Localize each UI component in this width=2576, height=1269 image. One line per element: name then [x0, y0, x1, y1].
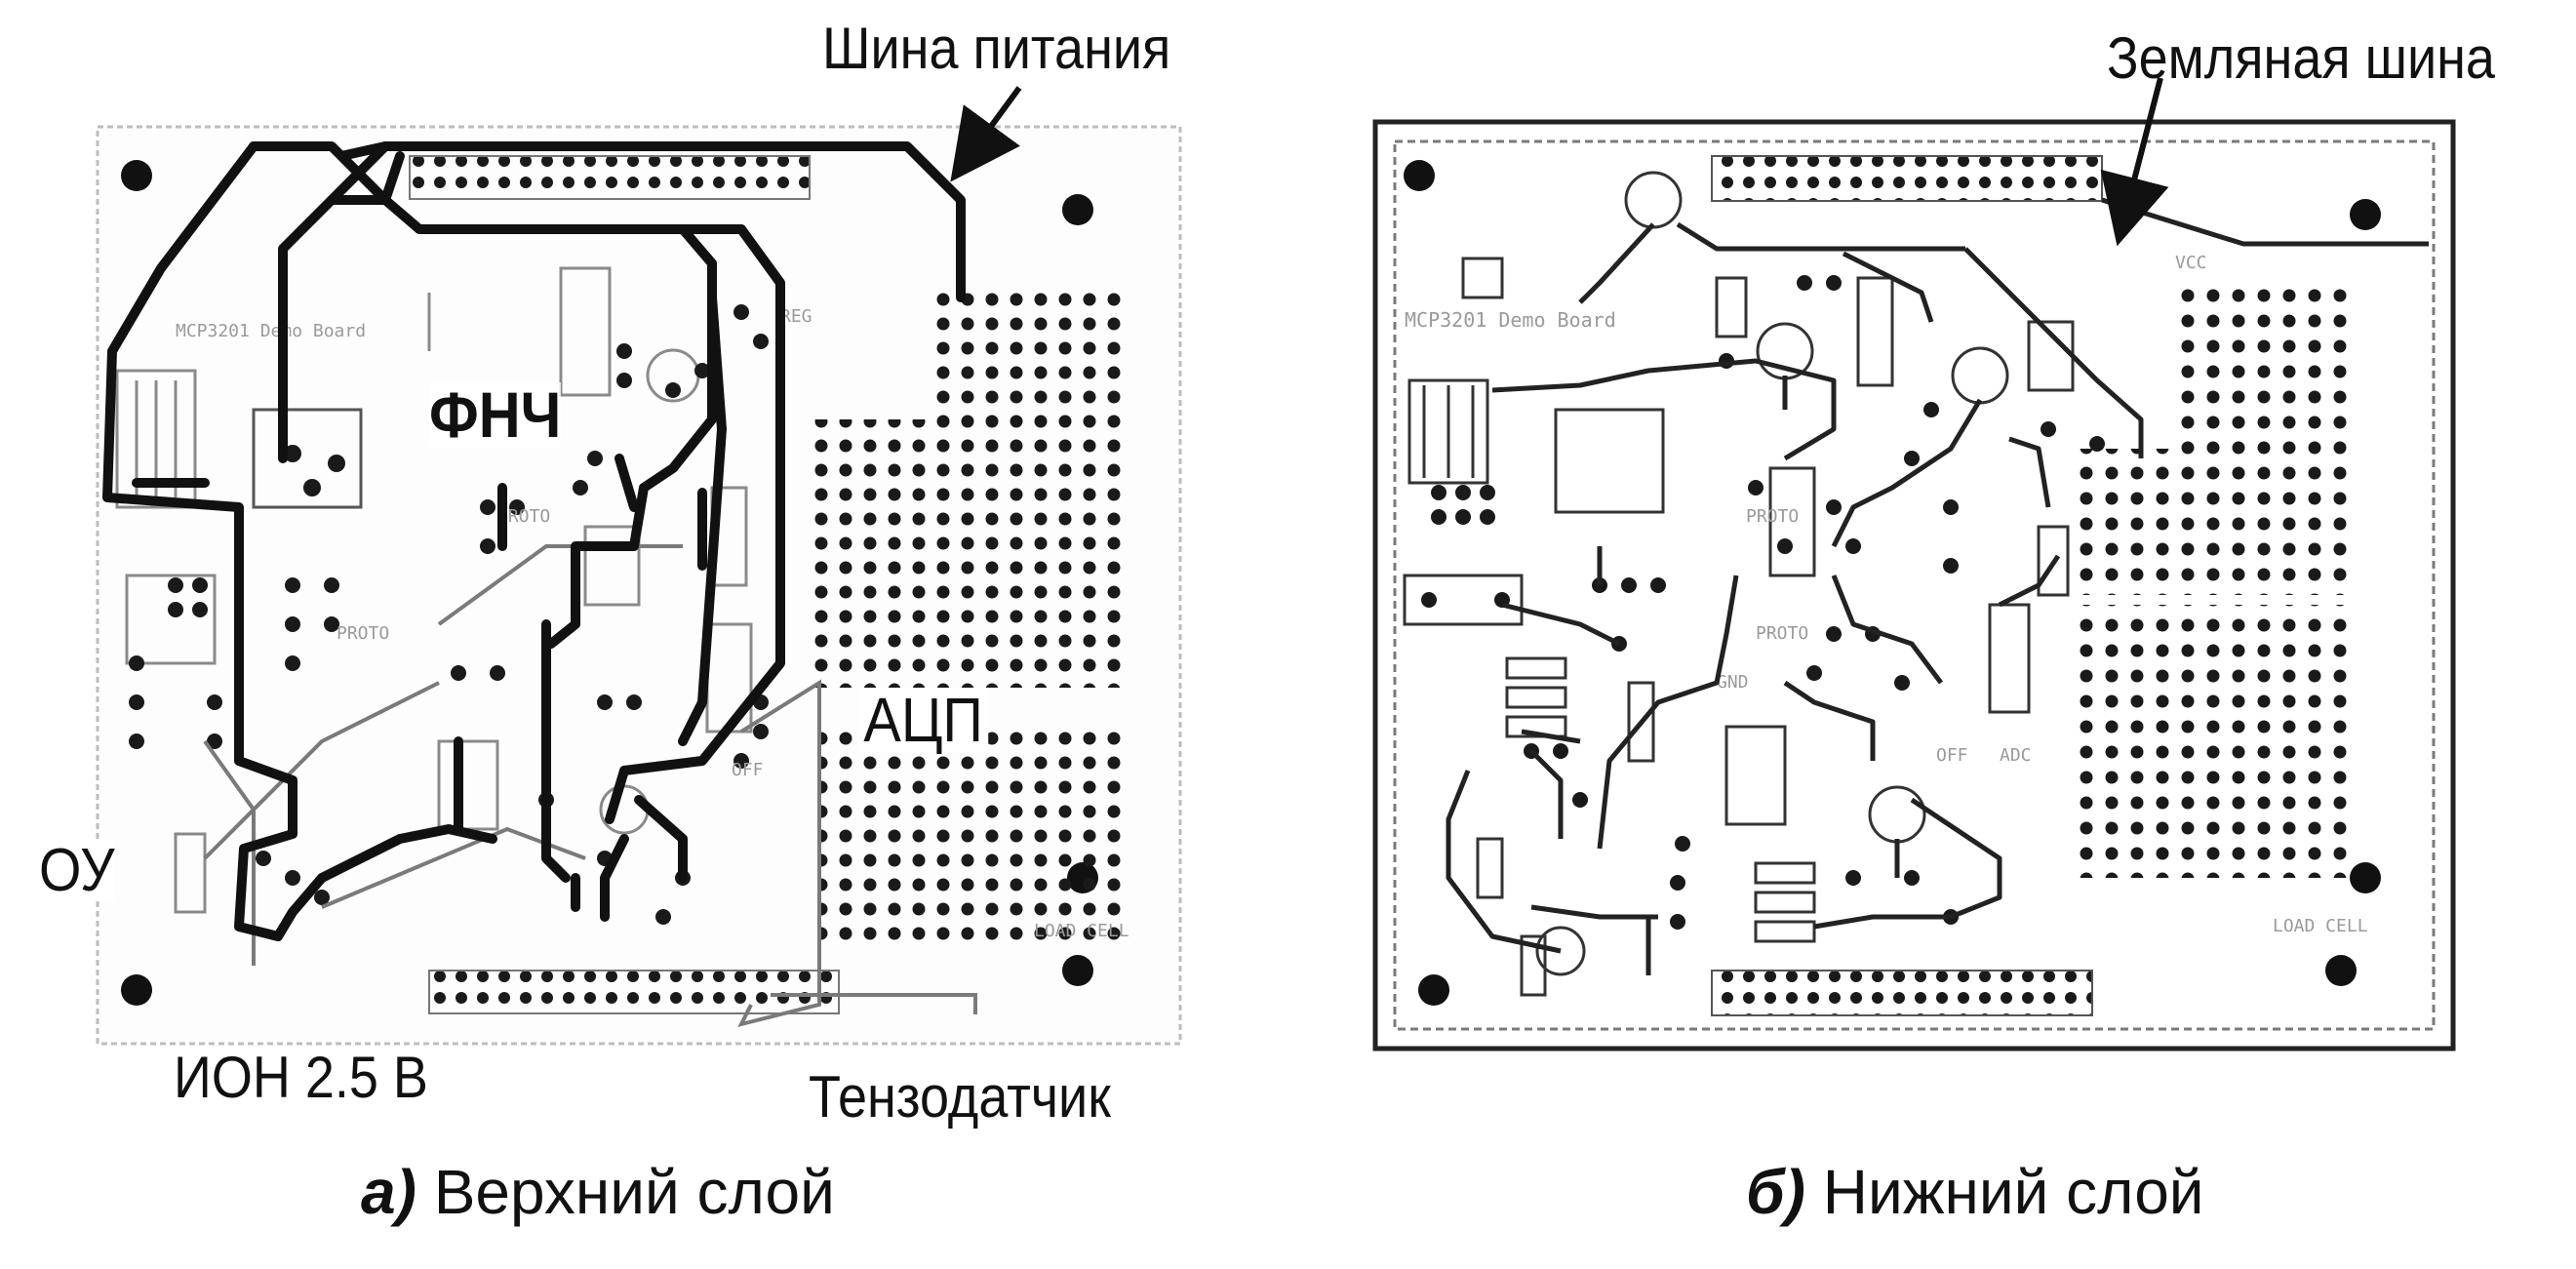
adc-label: АЦП — [858, 689, 989, 751]
svg-text:PROTO: PROTO — [1746, 506, 1799, 527]
svg-text:PROTO: PROTO — [497, 506, 550, 527]
resistor-array — [115, 369, 197, 509]
resistor — [1754, 891, 1816, 914]
svg-text:ADC: ADC — [2000, 745, 2032, 766]
caption-top-layer: а) Верхний слой — [361, 1161, 835, 1223]
ic-footprint — [1856, 276, 1894, 387]
svg-text:PROTO: PROTO — [1756, 623, 1808, 644]
opamp-label: ОУ — [39, 837, 115, 904]
mounting-hole — [121, 160, 152, 191]
mounting-hole — [2350, 862, 2381, 893]
resistor — [1476, 837, 1504, 899]
lpf-label: ФНЧ — [429, 378, 562, 451]
ground-bus-arrow — [2100, 77, 2169, 247]
proto-pad-grid — [2073, 605, 2353, 878]
svg-text:OFF: OFF — [732, 760, 764, 780]
power-bus-label: Шина питания — [822, 16, 1171, 81]
capacitor — [559, 266, 612, 397]
power-bus-arrow — [950, 86, 1022, 182]
resistor — [2037, 525, 2070, 597]
header-j2 — [428, 970, 840, 1014]
resistor — [1754, 920, 1816, 943]
ic-footprint — [1724, 725, 1787, 826]
mounting-hole — [1062, 194, 1093, 225]
resistor — [1505, 686, 1567, 709]
svg-text:PROTO: PROTO — [337, 623, 389, 644]
svg-text:OFF: OFF — [1936, 745, 1968, 766]
resistor — [1715, 276, 1748, 338]
svg-text:MCP3201 Demo Board: MCP3201 Demo Board — [1405, 308, 1616, 332]
mounting-hole — [1404, 160, 1435, 191]
header-j1 — [1711, 155, 2103, 202]
resistor — [1627, 681, 1655, 763]
regulator — [1554, 408, 1665, 514]
regulator — [252, 408, 363, 509]
resistor — [174, 832, 207, 914]
mounting-hole — [2325, 955, 2357, 986]
mounting-hole — [121, 974, 152, 1006]
resistor — [1505, 656, 1567, 680]
svg-text:LOAD CELL: LOAD CELL — [2273, 916, 2368, 936]
power-bus-trace — [102, 141, 966, 941]
vref-label: ИОН 2.5 В — [174, 1045, 428, 1110]
resistor — [1754, 861, 1816, 885]
ic-footprint — [1403, 574, 1524, 626]
svg-text:LOAD CELL: LOAD CELL — [1034, 921, 1129, 941]
proto-pad-grid — [2073, 449, 2175, 595]
caption-top-letter: а) — [361, 1157, 416, 1227]
caption-bottom-letter: б) — [1746, 1157, 1805, 1227]
ic-footprint — [583, 525, 641, 607]
header-j1 — [409, 155, 811, 200]
svg-text:MCP3201 Demo Board: MCP3201 Demo Board — [176, 321, 366, 341]
proto-pad-grid — [931, 288, 1127, 688]
mounting-hole — [1418, 974, 1449, 1006]
bottom-layer-board: MCP3201 Demo Board PROTO PROTO OFF ADC L… — [1372, 77, 2456, 1051]
mounting-hole — [2350, 199, 2381, 230]
ic-footprint — [1768, 466, 1816, 577]
ic-footprint — [125, 574, 217, 665]
proto-pad-grid — [810, 419, 931, 688]
caption-bottom-layer: б) Нижний слой — [1746, 1161, 2204, 1223]
mounting-hole — [1062, 955, 1093, 986]
resistor-array — [1407, 378, 1489, 485]
header-j2 — [1711, 970, 2093, 1016]
svg-text:GND: GND — [1717, 672, 1749, 693]
proto-pad-grid — [819, 727, 1127, 951]
capacitor — [1535, 926, 1586, 976]
proto-pad-grid — [2175, 283, 2353, 595]
top-layer-board: MCP3201 Demo Board PROTO PROTO OFF LOAD … — [96, 86, 1182, 1046]
svg-text:VCC: VCC — [2175, 253, 2207, 273]
load-cell-label: Тензодатчик — [809, 1064, 1111, 1130]
ground-bus-label: Земляная шина — [2107, 25, 2495, 91]
caption-bottom-text: Нижний слой — [1804, 1157, 2204, 1227]
svg-text:REG: REG — [780, 306, 812, 327]
resistor — [1988, 603, 2031, 714]
resistor — [1520, 934, 1547, 997]
caption-top-text: Верхний слой — [416, 1157, 835, 1227]
